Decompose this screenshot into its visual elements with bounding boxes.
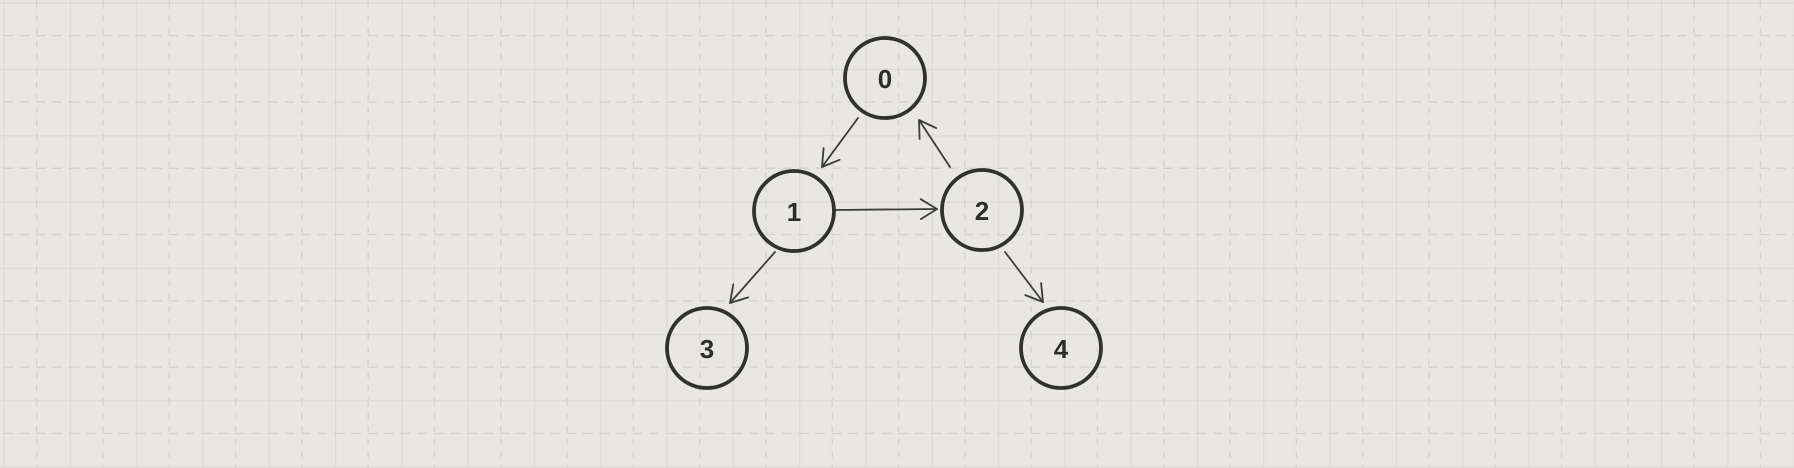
- edge-line: [821, 117, 859, 168]
- edge-line: [918, 119, 951, 168]
- arrowhead-icon: [1024, 282, 1044, 303]
- node-circle: [752, 169, 836, 253]
- arrowhead-icon: [821, 147, 841, 168]
- node-circle: [665, 306, 749, 390]
- graph-edge-1-3[interactable]: [729, 251, 776, 304]
- node-circle: [940, 168, 1024, 252]
- arrowhead-icon: [729, 283, 750, 304]
- arrowhead-icon: [919, 198, 938, 220]
- edge-line: [834, 208, 938, 211]
- node-circle: [843, 36, 927, 120]
- graph-edge-2-4[interactable]: [1004, 251, 1044, 303]
- edge-layer: [729, 117, 1044, 304]
- edge-line: [1004, 251, 1044, 303]
- graph-edge-2-0[interactable]: [918, 119, 951, 168]
- graph-edge-0-1[interactable]: [821, 117, 859, 168]
- edge-line: [729, 251, 776, 304]
- node-circle: [1019, 306, 1103, 390]
- graph-edge-1-2[interactable]: [834, 198, 938, 220]
- arrowhead-icon: [918, 119, 938, 140]
